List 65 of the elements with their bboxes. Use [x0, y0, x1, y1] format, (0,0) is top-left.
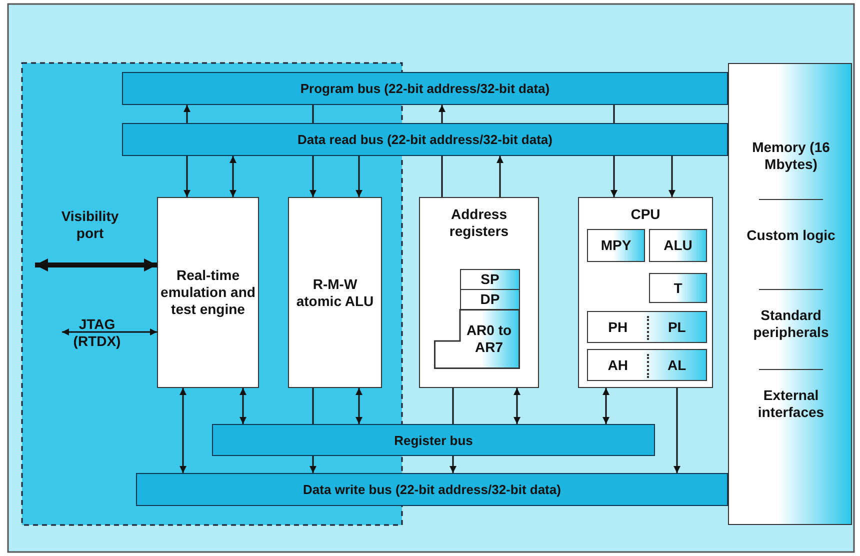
arrow [668, 156, 676, 197]
register-pair [587, 311, 707, 343]
arrow [602, 388, 610, 424]
arrow [450, 456, 456, 473]
connector-line [452, 388, 454, 424]
connector-line [613, 105, 615, 123]
arrow [438, 105, 446, 123]
connector-line [312, 388, 314, 424]
bus-bar [122, 72, 728, 105]
register-label: ALU [664, 237, 692, 254]
edge-label: Visibility port [60, 208, 120, 242]
memory-section-label: Memory (16 Mbytes) [751, 139, 831, 173]
unit-box [649, 229, 707, 262]
arrow [610, 156, 618, 197]
address-registers-box [419, 197, 539, 388]
edge-label: JTAG (RTDX) [72, 316, 122, 350]
register-cell [649, 273, 707, 303]
arrow [230, 156, 236, 197]
alu-box [288, 197, 382, 388]
arrow [62, 328, 157, 336]
connector-line [312, 105, 314, 123]
register-label: PL [668, 318, 686, 336]
memory-section-label: Standard peripherals [752, 307, 830, 341]
register-cell [460, 289, 520, 310]
emulation-engine-box [157, 197, 259, 388]
arrow [310, 156, 316, 197]
register-cell [460, 269, 520, 290]
arrow [310, 456, 316, 473]
arrow [180, 388, 186, 473]
bus-bar [136, 473, 728, 506]
arrow [674, 388, 680, 473]
register-label: T [674, 280, 682, 296]
memory-section-label: External interfaces [756, 387, 826, 421]
arrow [35, 258, 157, 272]
block-title: Address registers [448, 206, 510, 240]
arrow [356, 156, 362, 197]
bus-label: Data write bus (22-bit address/32-bit data) [303, 481, 561, 498]
bus-label: Register bus [394, 432, 473, 448]
register-label: AR0 to AR7 [465, 322, 513, 356]
bus-label: Program bus (22-bit address/32-bit data) [300, 80, 550, 97]
arrow [514, 388, 520, 424]
arrow [184, 105, 190, 123]
register-label: DP [480, 291, 500, 308]
bus-label: Data read bus (22-bit address/32-bit data) [297, 131, 552, 148]
connector-line [441, 156, 443, 197]
arrow [496, 156, 504, 197]
memory-section-label: Custom logic [746, 227, 836, 244]
register-label: AL [668, 356, 686, 374]
bus-bar [212, 424, 655, 456]
register-label: PH [608, 318, 628, 336]
block-title: R-M-W atomic ALU [295, 276, 375, 310]
cpu-box [578, 197, 713, 388]
register-label: AH [608, 356, 628, 374]
block-title: Real-time emulation and test engine [160, 267, 256, 318]
register-block [434, 309, 520, 369]
register-pair [587, 349, 707, 381]
bus-bar [122, 123, 728, 156]
register-label: MPY [600, 237, 632, 254]
register-label: SP [480, 271, 500, 288]
memory-panel [728, 63, 852, 525]
arrow [356, 388, 362, 424]
block-title: CPU [630, 206, 660, 223]
arrow [240, 388, 246, 424]
arrow [184, 156, 190, 197]
unit-box [587, 229, 645, 262]
